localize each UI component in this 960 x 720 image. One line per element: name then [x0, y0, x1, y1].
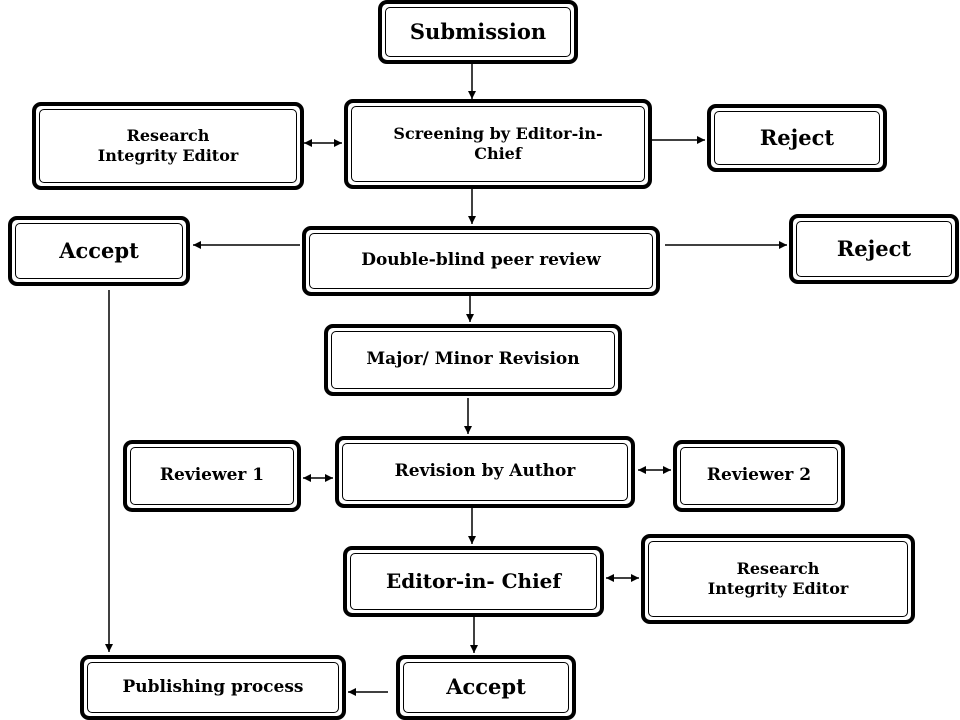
peer-review-label: Double-blind peer review	[361, 250, 601, 271]
major-minor-revision-label: Major/ Minor Revision	[366, 349, 580, 370]
accept-label-bottom: Accept	[446, 674, 526, 700]
peer-review-box: Double-blind peer review	[302, 226, 660, 296]
reject-label-top: Reject	[759, 124, 835, 150]
publishing-process-label: Publishing process	[122, 676, 304, 697]
publishing-process-box: Publishing process	[80, 655, 346, 720]
editor-in-chief-label: Editor-in- Chief	[385, 569, 562, 593]
research-integrity-editor-box-top: Research Integrity Editor	[32, 102, 304, 190]
revision-by-author-box: Revision by Author	[335, 436, 635, 508]
revision-by-author-label: Revision by Author	[394, 461, 576, 482]
accept-box-left: Accept	[8, 216, 190, 286]
reviewer-1-box: Reviewer 1	[123, 440, 301, 512]
research-integrity-editor-label-bottom: Research Integrity Editor	[707, 559, 849, 598]
screening-box: Screening by Editor-in-Chief	[344, 99, 652, 189]
submission-label: Submission	[409, 18, 547, 44]
reject-box-top: Reject	[707, 104, 887, 172]
research-integrity-editor-label-top: Research Integrity Editor	[97, 126, 239, 165]
research-integrity-editor-box-bottom: Research Integrity Editor	[641, 534, 915, 624]
reviewer-2-label: Reviewer 2	[706, 465, 812, 486]
reviewer-1-label: Reviewer 1	[159, 465, 265, 486]
accept-label-left: Accept	[59, 237, 139, 263]
reject-label-right: Reject	[836, 235, 912, 261]
reject-box-right: Reject	[789, 214, 959, 284]
major-minor-revision-box: Major/ Minor Revision	[324, 324, 622, 396]
screening-label: Screening by Editor-in-Chief	[393, 124, 603, 163]
accept-box-bottom: Accept	[396, 655, 576, 720]
submission-box: Submission	[378, 0, 578, 64]
editor-in-chief-box: Editor-in- Chief	[343, 546, 604, 617]
reviewer-2-box: Reviewer 2	[673, 440, 845, 512]
